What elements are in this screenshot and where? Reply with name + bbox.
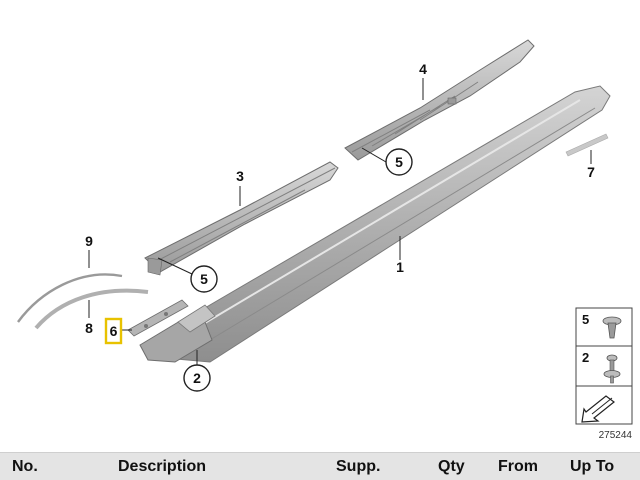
callout-1[interactable]: 1	[396, 259, 404, 275]
callout-9[interactable]: 9	[85, 233, 93, 249]
column-header-no[interactable]: No.	[12, 458, 38, 475]
callout-7[interactable]: 7	[587, 164, 595, 180]
callout-5a-circle	[385, 148, 413, 176]
legend-number-middle: 2	[582, 350, 589, 365]
rear-bracket-rail-part[interactable]	[344, 39, 535, 161]
callout-4[interactable]: 4	[419, 61, 427, 77]
callout-5-upper[interactable]: 5	[395, 154, 403, 170]
hardware-legend: 5 2	[575, 307, 633, 425]
arch-trim-part-9[interactable]	[17, 273, 123, 323]
column-header-supp[interactable]: Supp.	[336, 458, 381, 475]
column-header-description[interactable]: Description	[118, 458, 207, 475]
expanding-rivet-icon	[603, 354, 621, 384]
legend-number-top: 5	[582, 312, 589, 327]
callout-6[interactable]: 6	[110, 323, 118, 339]
column-header-from[interactable]: From	[498, 458, 538, 475]
column-header-up-to[interactable]: Up To	[570, 458, 615, 475]
parts-table-header: No. Description Supp. Qty From Up To	[0, 452, 640, 480]
leader-lines	[88, 78, 592, 365]
figure-id: 275244	[599, 430, 633, 441]
arrow-icon	[581, 395, 615, 423]
small-bracket-part[interactable]	[127, 299, 189, 337]
trim-strip-part[interactable]	[565, 133, 609, 157]
highlight-box	[104, 317, 123, 345]
callout-3[interactable]: 3	[236, 168, 244, 184]
clip-icon	[602, 316, 622, 339]
front-bracket-rail-part[interactable]	[144, 161, 339, 276]
side-sill-cover-part[interactable]	[139, 85, 611, 363]
parts-diagram: 1 2 3 4 5 5 6 7 8 9 5 2 275244	[17, 39, 633, 441]
callout-5b-circle	[190, 265, 218, 293]
arch-trim-part-8[interactable]	[34, 288, 149, 330]
column-header-qty[interactable]: Qty	[438, 458, 465, 475]
callout-2[interactable]: 2	[193, 370, 201, 386]
callout-8[interactable]: 8	[85, 320, 93, 336]
callout-2-circle	[183, 364, 211, 392]
callout-5-lower[interactable]: 5	[200, 271, 208, 287]
